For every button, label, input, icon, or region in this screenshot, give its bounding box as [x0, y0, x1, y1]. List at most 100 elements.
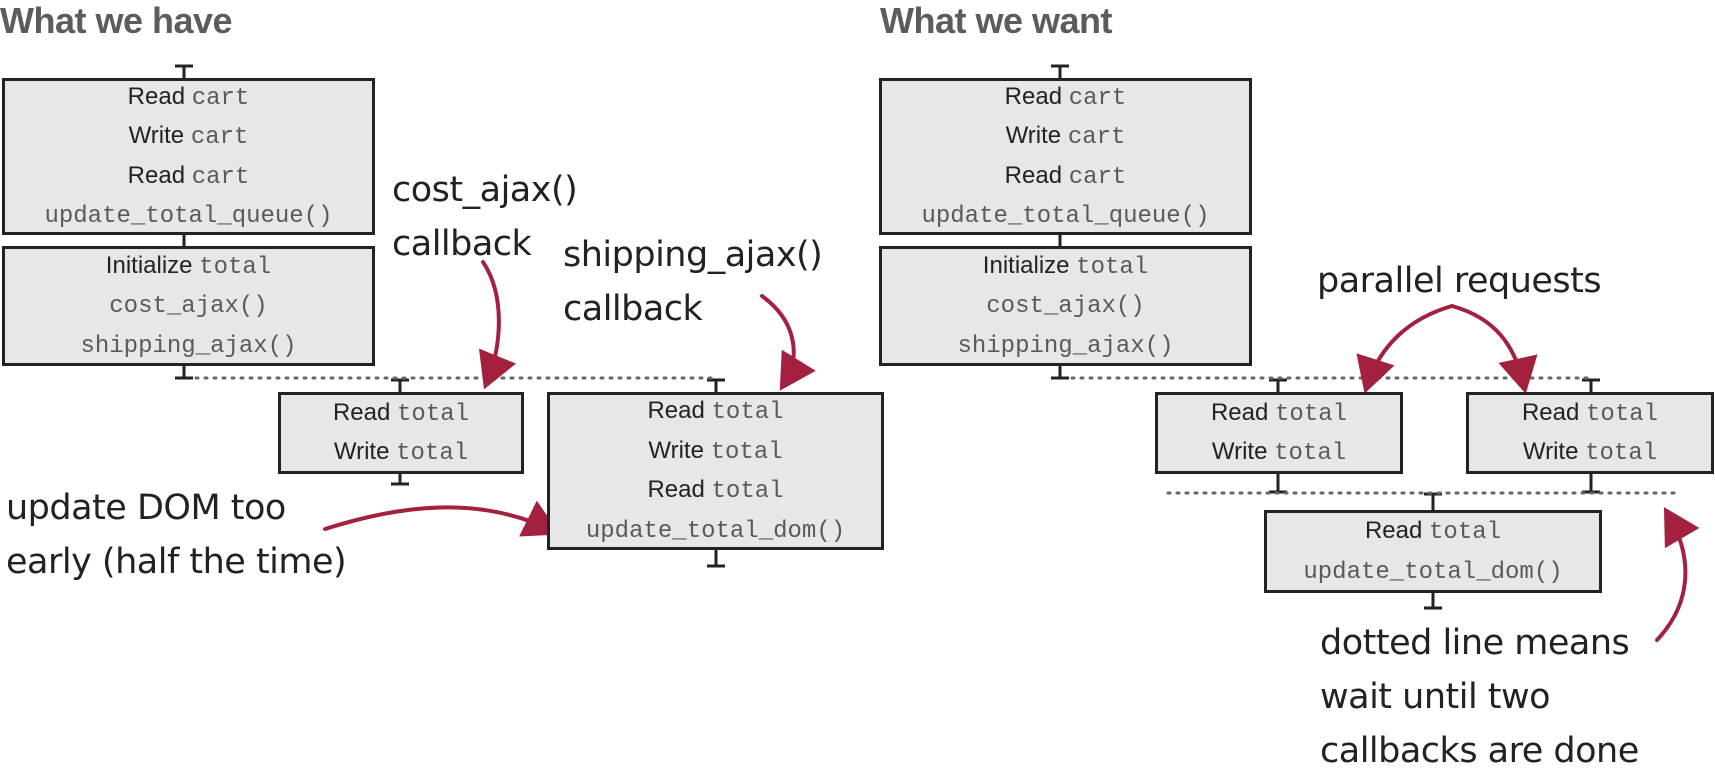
- operation-keyword: Write: [1005, 122, 1068, 149]
- code-identifier: update_total_queue(): [921, 203, 1210, 230]
- parallel-requests-note: parallel requests: [1317, 254, 1602, 308]
- parallel-requests-arrow-left: [1356, 304, 1454, 394]
- operation-keyword: Read: [1364, 517, 1430, 544]
- operation-keyword: Write: [128, 122, 191, 149]
- box-line: shipping_ajax(): [957, 326, 1173, 366]
- code-identifier: total: [1274, 440, 1347, 467]
- box-line: update_total_dom(): [586, 511, 845, 551]
- code-identifier: update_total_queue(): [44, 203, 333, 230]
- code-identifier: total: [1585, 440, 1658, 467]
- box-line: Read cart: [128, 157, 250, 197]
- annotation-line: shipping_ajax(): [563, 235, 823, 275]
- code-identifier: total: [1076, 253, 1149, 281]
- box-line: Read cart: [1005, 157, 1127, 197]
- code-identifier: cart: [1067, 124, 1126, 151]
- code-identifier: cart: [191, 163, 250, 191]
- dotted-line-note: dotted line means wait until two callbacks…: [1320, 616, 1639, 778]
- operation-keyword: Read: [332, 398, 398, 426]
- right-final-update-box: Read total update_total_dom(): [1264, 510, 1602, 593]
- code-identifier: total: [397, 400, 470, 428]
- annotation-line: wait until two: [1320, 677, 1551, 717]
- code-identifier: total: [710, 438, 783, 466]
- operation-keyword: Read: [1521, 398, 1587, 426]
- dotted-line-note-arrow: [1655, 507, 1700, 642]
- box-line: Read total: [647, 392, 783, 432]
- operation-keyword: Read: [647, 476, 712, 503]
- code-identifier: total: [1429, 519, 1502, 546]
- box-line: Read total: [1522, 394, 1658, 434]
- code-identifier: cart: [1068, 163, 1127, 191]
- box-line: Read cart: [1005, 78, 1127, 118]
- operation-keyword: Write: [648, 436, 711, 464]
- cost-callback-note: cost_ajax() callback: [392, 163, 578, 271]
- annotation-line: callback: [563, 289, 703, 329]
- code-identifier: cart: [190, 124, 249, 151]
- box-line: update_total_queue(): [44, 196, 332, 236]
- code-identifier: total: [396, 440, 469, 467]
- shipping-callback-arrow: [760, 294, 816, 391]
- box-line: Read total: [1365, 512, 1501, 552]
- box-line: cost_ajax(): [109, 286, 267, 326]
- cost-callback-arrow: [478, 260, 517, 390]
- annotation-line: parallel requests: [1317, 261, 1602, 301]
- code-identifier: cart: [1068, 84, 1127, 112]
- code-identifier: total: [711, 399, 784, 426]
- box-line: Initialize total: [983, 247, 1148, 287]
- box-line: Write cart: [129, 117, 249, 157]
- code-identifier: cost_ajax(): [109, 293, 268, 321]
- box-line: Write cart: [1006, 117, 1126, 157]
- box-line: Write total: [334, 433, 468, 473]
- code-identifier: total: [199, 253, 272, 281]
- operation-keyword: Read: [1210, 398, 1276, 426]
- operation-keyword: Read: [1004, 161, 1069, 189]
- update-dom-early-arrow: [323, 500, 561, 537]
- annotation-line: early (half the time): [6, 542, 347, 582]
- code-identifier: total: [1275, 400, 1348, 428]
- code-identifier: cart: [191, 84, 250, 112]
- operation-keyword: Read: [127, 161, 192, 189]
- annotation-arrows: [323, 260, 1700, 642]
- annotation-line: cost_ajax(): [392, 170, 578, 210]
- box-line: Read total: [647, 471, 783, 511]
- code-identifier: shipping_ajax(): [957, 332, 1174, 360]
- left-timeline-connectors: [175, 64, 725, 568]
- shipping-callback-note: shipping_ajax() callback: [563, 228, 823, 336]
- annotation-line: dotted line means: [1320, 623, 1630, 663]
- code-identifier: total: [711, 478, 784, 505]
- box-line: update_total_dom(): [1303, 552, 1562, 592]
- box-line: Read total: [333, 394, 469, 434]
- code-identifier: total: [1586, 400, 1659, 428]
- parallel-requests-arrow-right: [1450, 304, 1538, 394]
- box-line: Read cart: [128, 78, 250, 118]
- box-line: update_total_queue(): [921, 196, 1209, 236]
- annotation-line: update DOM too: [6, 488, 286, 528]
- annotation-line: callback: [392, 224, 532, 264]
- right-panel-title: What we want: [880, 0, 1113, 41]
- box-line: Initialize total: [106, 247, 271, 287]
- operation-keyword: Initialize: [982, 251, 1077, 279]
- code-identifier: update_total_dom(): [1303, 558, 1563, 586]
- left-init-step-box: Initialize total cost_ajax() shipping_ajax…: [2, 246, 375, 366]
- operation-keyword: Read: [1004, 82, 1069, 110]
- box-line: Write total: [1523, 433, 1657, 473]
- code-identifier: shipping_ajax(): [80, 332, 297, 360]
- box-line: Write total: [1212, 433, 1346, 473]
- left-panel-title: What we have: [0, 0, 233, 41]
- code-identifier: update_total_dom(): [585, 517, 846, 545]
- operation-keyword: Write: [333, 438, 397, 465]
- annotation-line: callbacks are done: [1320, 731, 1639, 771]
- operation-keyword: Initialize: [105, 251, 200, 279]
- update-dom-early-note: update DOM too early (half the time): [6, 481, 347, 589]
- box-line: Read total: [1211, 394, 1347, 434]
- operation-keyword: Write: [1211, 438, 1275, 465]
- box-line: cost_ajax(): [986, 286, 1144, 326]
- box-line: shipping_ajax(): [80, 326, 296, 366]
